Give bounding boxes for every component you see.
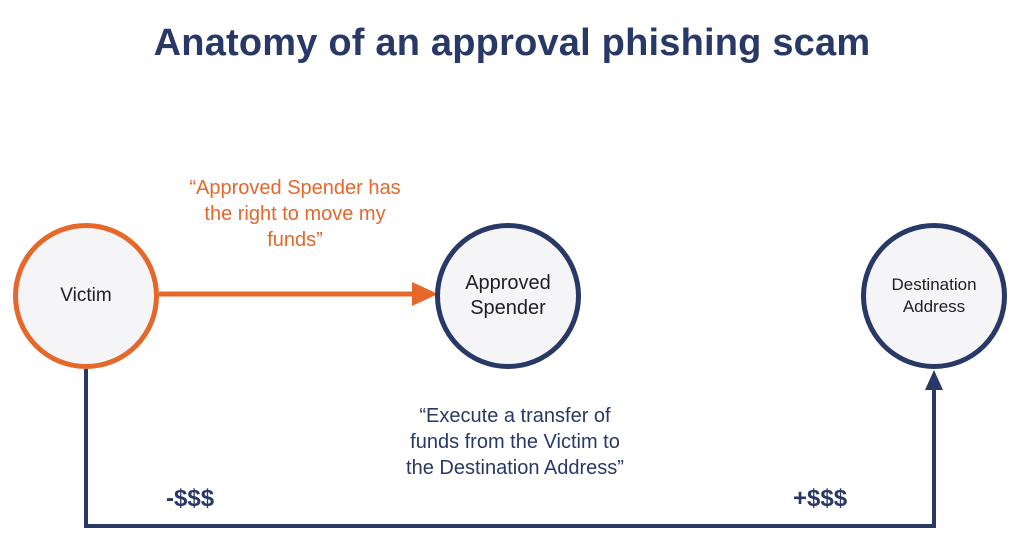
transfer-path <box>84 369 936 528</box>
spender-label-line1: Approved <box>465 272 551 294</box>
approval-quote-line1: “Approved Spender has <box>189 177 401 199</box>
transfer-quote-line3: the Destination Address” <box>406 457 624 479</box>
destination-label-line1: Destination <box>891 275 977 294</box>
spender-label-line2: Spender <box>470 297 546 319</box>
approval-quote-line2: the right to move my <box>204 203 386 225</box>
page-title: Anatomy of an approval phishing scam <box>153 22 871 64</box>
transfer-quote-line1: “Execute a transfer of <box>419 405 611 427</box>
destination-label-line2: Address <box>902 297 966 316</box>
victim-node: Victim <box>13 223 159 369</box>
debit-amount: -$$$ <box>166 485 215 512</box>
credit-amount: +$$$ <box>793 485 848 512</box>
transfer-arrowhead <box>925 370 943 390</box>
victim-label: Victim <box>60 285 112 306</box>
approved-spender-node: Approved Spender <box>435 223 581 369</box>
approval-quote-line3: funds” <box>267 229 323 251</box>
transfer-quote: “Execute a transfer of funds from the Vi… <box>370 403 660 481</box>
approval-quote: “Approved Spender has the right to move … <box>160 175 430 253</box>
destination-address-node: Destination Address <box>861 223 1007 369</box>
approval-arrowhead <box>412 282 438 306</box>
transfer-quote-line2: funds from the Victim to <box>410 431 620 453</box>
